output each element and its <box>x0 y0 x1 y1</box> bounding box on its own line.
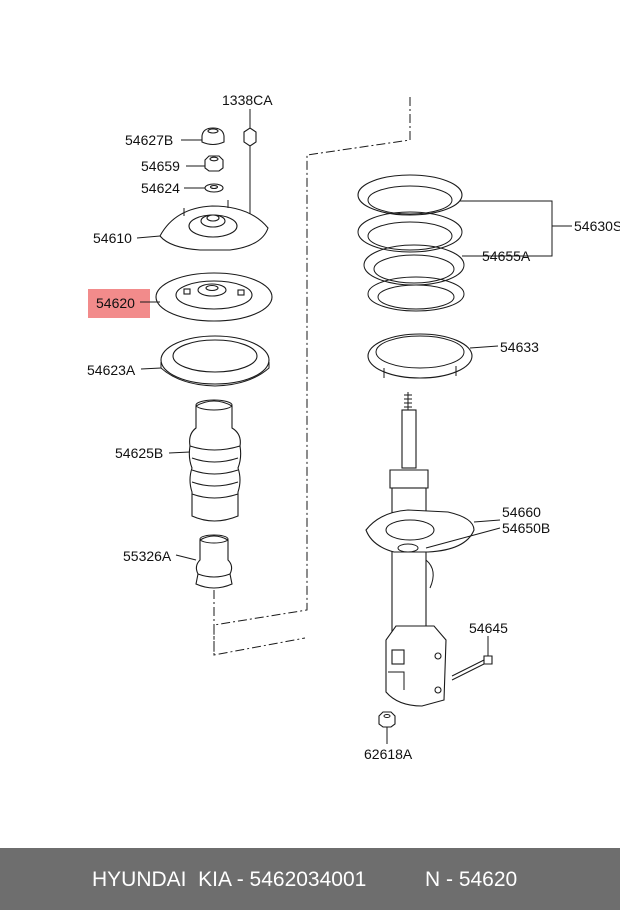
label-54630S: 54630S <box>574 218 620 234</box>
label-55326A: 55326A <box>123 548 172 564</box>
label-54655A: 54655A <box>482 248 531 264</box>
label-54627B: 54627B <box>125 132 173 148</box>
washer-54624 <box>204 183 224 193</box>
coil-spring-54630S <box>357 174 465 312</box>
label-1338CA: 1338CA <box>222 92 273 108</box>
label-54633: 54633 <box>500 339 539 355</box>
leader-54625B <box>168 451 191 454</box>
label-54659: 54659 <box>141 158 180 174</box>
label-62618A: 62618A <box>364 746 413 762</box>
leader-54610 <box>136 235 161 239</box>
label-54645: 54645 <box>469 620 508 636</box>
leader-54633 <box>469 345 499 349</box>
bolt-54645 <box>451 655 493 681</box>
label-54610: 54610 <box>93 230 132 246</box>
footer-reference: N - 54620 <box>425 868 518 891</box>
leader-54660 <box>425 519 501 549</box>
nut-62618A <box>378 711 396 728</box>
bolt-1338CA <box>243 127 257 215</box>
nut-54659 <box>204 155 224 172</box>
footer-bar: HYUNDAI KIA - 5462034001 N - 54620 <box>0 848 620 910</box>
diagram-drawing: 1338CA 54627B 54659 54624 54610 54620 54… <box>87 92 620 762</box>
label-54623A: 54623A <box>87 362 136 378</box>
label-54625B: 54625B <box>115 445 163 461</box>
lower-spring-pad-54633 <box>367 333 473 379</box>
label-54620: 54620 <box>96 295 135 311</box>
leader-55326A <box>175 554 197 561</box>
bearing-54620 <box>155 272 273 322</box>
cap-54627B <box>201 127 225 146</box>
dust-boot-54625B <box>188 399 242 522</box>
leader-54630S <box>460 200 572 257</box>
label-54650B: 54650B <box>502 520 550 536</box>
leader-54623A <box>140 367 162 370</box>
footer-part-number: HYUNDAI KIA - 5462034001 <box>92 868 367 891</box>
highlight-box <box>88 289 150 318</box>
spring-pad-54623A <box>160 335 270 387</box>
label-54624: 54624 <box>141 180 180 196</box>
bump-stop-55326A <box>195 534 233 589</box>
label-54660: 54660 <box>502 504 541 520</box>
strut-mount-54610 <box>159 200 269 251</box>
shock-absorber-54650B <box>365 392 475 707</box>
